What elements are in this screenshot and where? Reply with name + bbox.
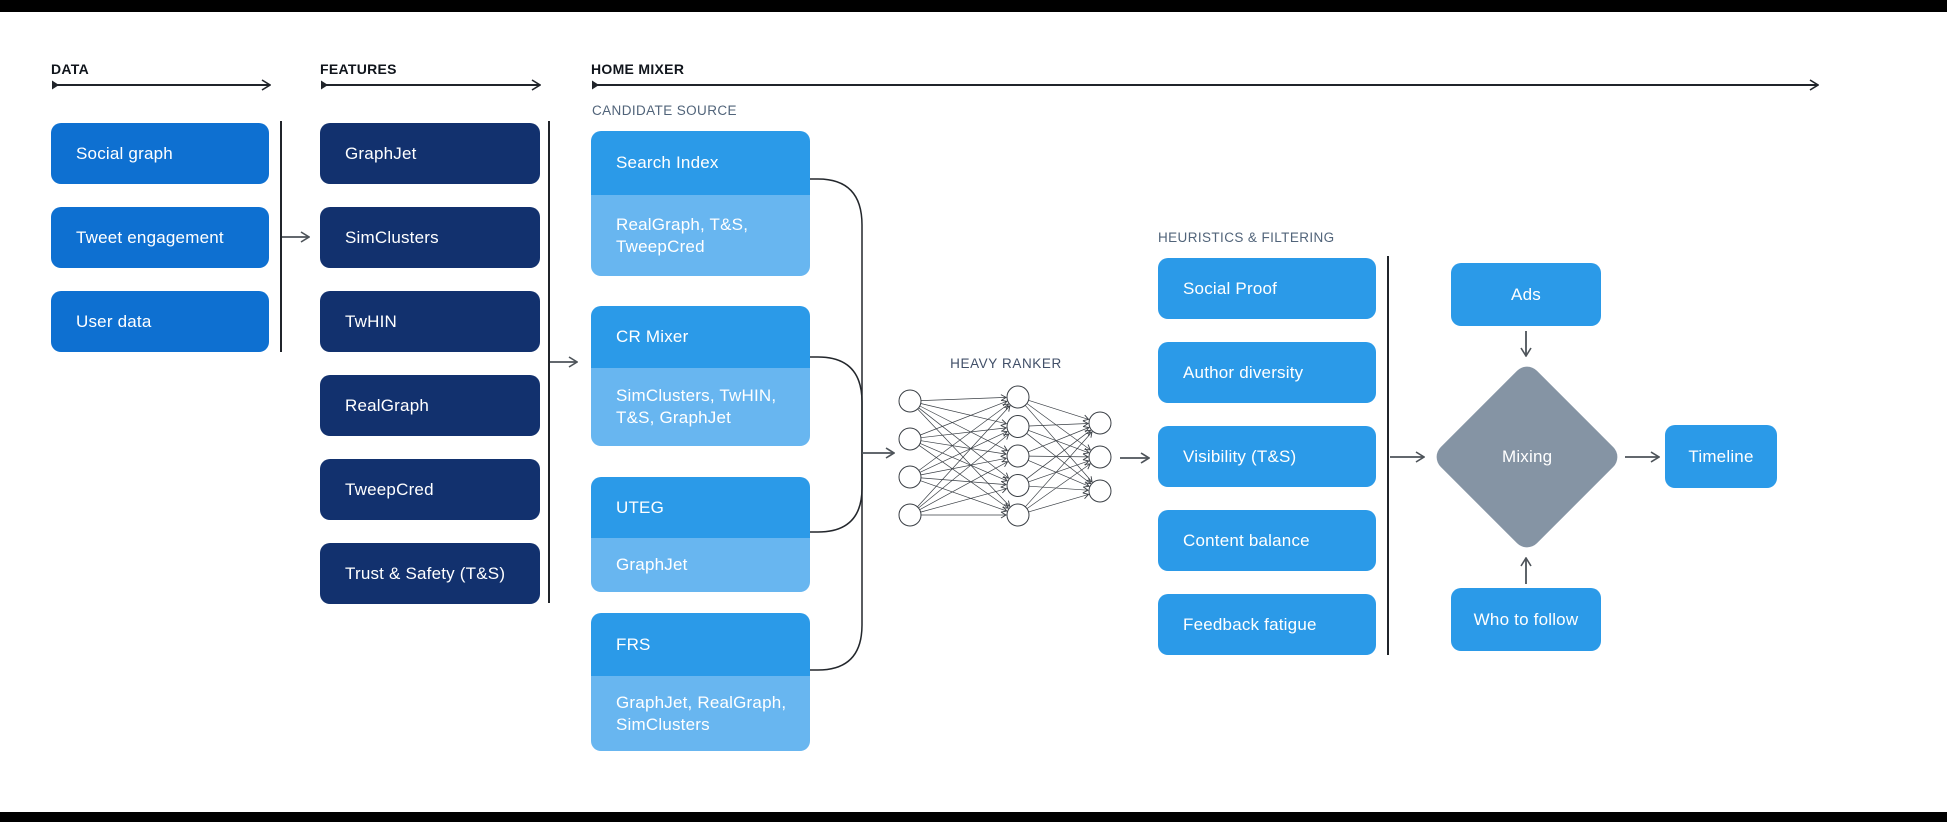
section-header-features: FEATURES (320, 61, 397, 77)
kicker-heuristics-filtering: HEURISTICS & FILTERING (1158, 230, 1335, 245)
candidate-features: GraphJet (591, 538, 810, 592)
candidate-title: Search Index (591, 131, 810, 195)
data-box-tweet-engagement: Tweet engagement (51, 207, 269, 268)
candidate-title: FRS (591, 613, 810, 676)
candidate-title: CR Mixer (591, 306, 810, 368)
heavy-ranker-network (898, 385, 1112, 527)
mixing-label: Mixing (1501, 446, 1553, 466)
section-header-home-mixer: HOME MIXER (591, 61, 685, 77)
timeline-box: Timeline (1665, 425, 1777, 488)
candidate-box-frs: FRS GraphJet, RealGraph, SimClusters (591, 613, 810, 751)
section-header-data: DATA (51, 61, 90, 77)
candidate-features: RealGraph, T&S, TweepCred (591, 195, 810, 276)
feature-box-twhin: TwHIN (320, 291, 540, 352)
candidate-features: GraphJet, RealGraph, SimClusters (591, 676, 810, 751)
feature-box-realgraph: RealGraph (320, 375, 540, 436)
candidate-box-search-index: Search Index RealGraph, T&S, TweepCred (591, 131, 810, 276)
data-box-social-graph: Social graph (51, 123, 269, 184)
candidate-box-cr-mixer: CR Mixer SimClusters, TwHIN, T&S, GraphJ… (591, 306, 810, 446)
heuristic-box-social-proof: Social Proof (1158, 258, 1376, 319)
candidate-title: UTEG (591, 477, 810, 538)
candidate-merge-curves (810, 178, 863, 671)
heuristic-box-feedback-fatigue: Feedback fatigue (1158, 594, 1376, 655)
who-to-follow-box: Who to follow (1451, 588, 1601, 651)
top-letterbox-bar (0, 0, 1947, 12)
heuristic-box-content-balance: Content balance (1158, 510, 1376, 571)
mixing-diamond: Mixing (1430, 360, 1624, 554)
heuristic-box-author-diversity: Author diversity (1158, 342, 1376, 403)
feature-box-trust-safety: Trust & Safety (T&S) (320, 543, 540, 604)
bottom-letterbox-bar (0, 812, 1947, 822)
feature-box-tweepcred: TweepCred (320, 459, 540, 520)
feature-box-graphjet: GraphJet (320, 123, 540, 184)
candidate-features: SimClusters, TwHIN, T&S, GraphJet (591, 368, 810, 446)
ads-box: Ads (1451, 263, 1601, 326)
data-box-user-data: User data (51, 291, 269, 352)
heuristic-box-visibility: Visibility (T&S) (1158, 426, 1376, 487)
candidate-box-uteg: UTEG GraphJet (591, 477, 810, 592)
label-heavy-ranker: HEAVY RANKER (950, 356, 1062, 371)
kicker-candidate-source: CANDIDATE SOURCE (592, 103, 737, 118)
feature-box-simclusters: SimClusters (320, 207, 540, 268)
